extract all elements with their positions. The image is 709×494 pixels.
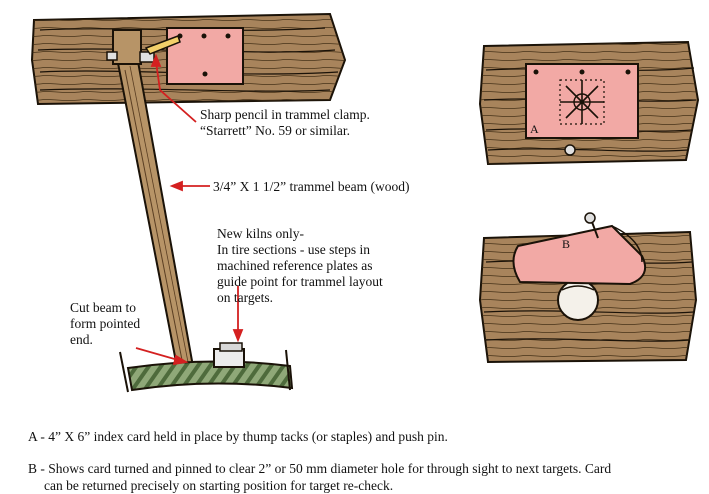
pencil-label: Sharp pencil in trammel clamp. “Starrett… (200, 107, 370, 138)
note-b-line1: B - Shows card turned and pinned to clea… (28, 461, 612, 476)
note-b: B - Shows card turned and pinned to clea… (28, 460, 708, 494)
tire-section (119, 349, 294, 393)
note-b-line2: can be returned precisely on starting po… (44, 478, 394, 493)
beam-label: 3/4” X 1 1/2” trammel beam (wood) (213, 179, 410, 194)
card-b-label: B (562, 237, 571, 251)
pointer-arrows (135, 53, 244, 366)
note-a: A - 4” X 6” index card held in place by … (28, 428, 708, 445)
cut-beam-label: Cut beam to form pointed end. (70, 300, 141, 347)
target-card-left (166, 27, 244, 85)
card-a-label: A (530, 122, 539, 136)
trammel-clamp (106, 29, 181, 65)
target-card-a (525, 63, 639, 156)
reference-plate (213, 342, 245, 368)
new-kilns-label: New kilns only- In tire sections - use s… (217, 226, 383, 305)
note-a-text: A - 4” X 6” index card held in place by … (28, 429, 448, 444)
target-card-b (512, 212, 646, 286)
